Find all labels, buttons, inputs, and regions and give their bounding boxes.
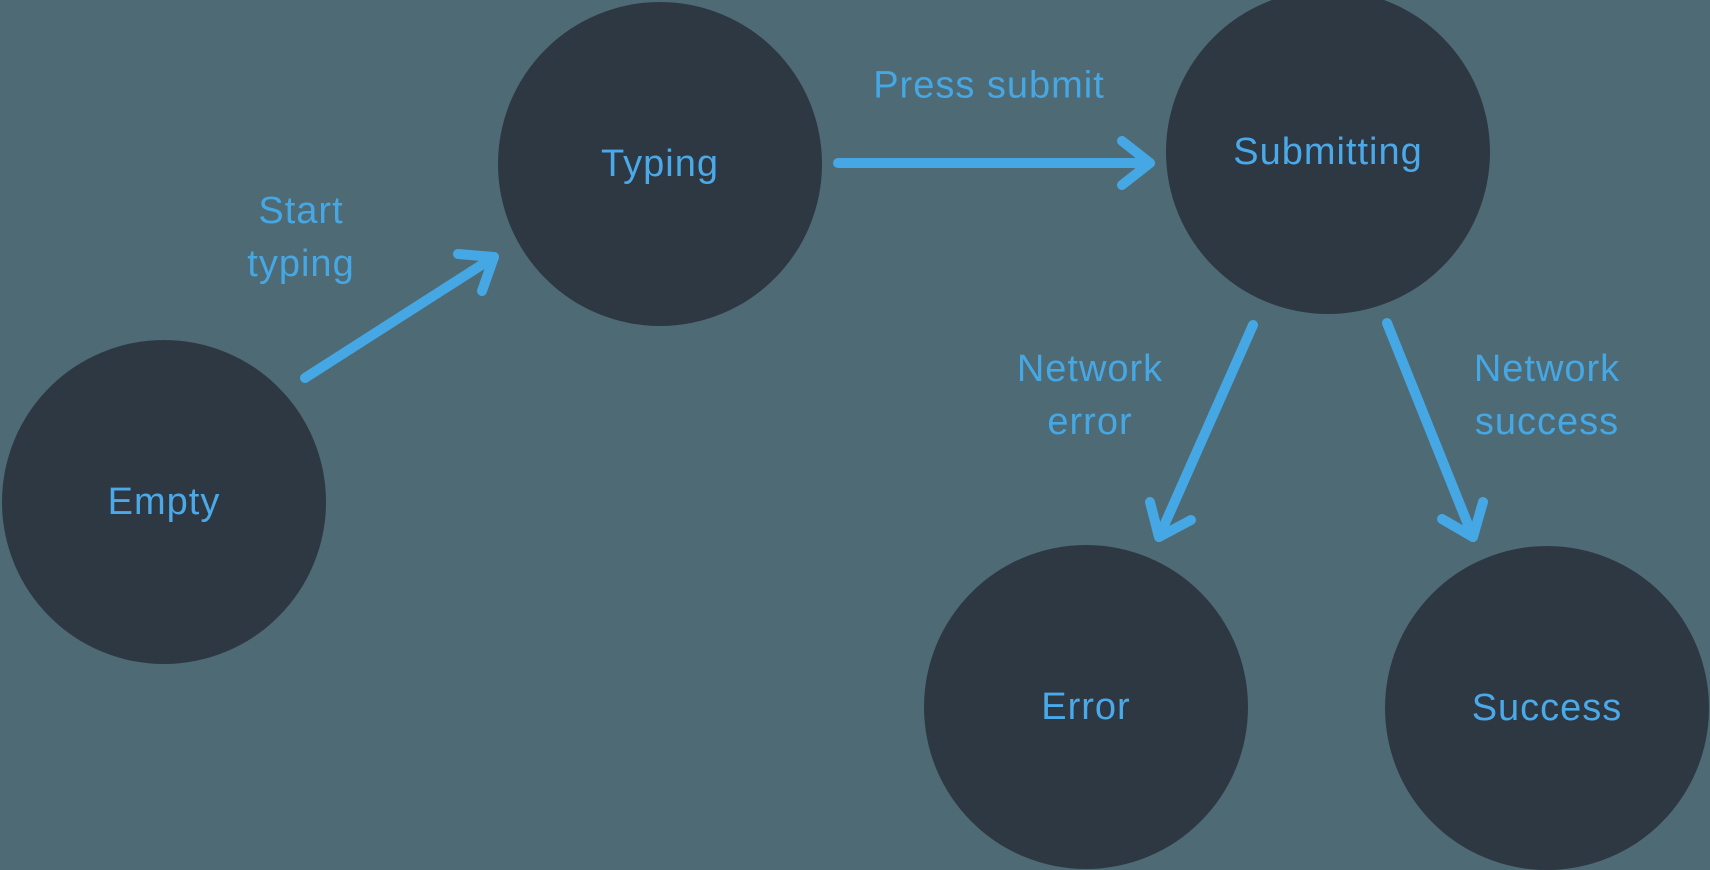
state-label-typing: Typing bbox=[601, 142, 719, 185]
state-node-submitting: Submitting bbox=[1166, 0, 1490, 314]
state-node-empty: Empty bbox=[2, 340, 326, 664]
arrow-press-submit-icon bbox=[833, 136, 1155, 190]
arrow-start-typing-icon bbox=[300, 249, 499, 383]
state-label-error: Error bbox=[1041, 685, 1131, 728]
state-label-submitting: Submitting bbox=[1233, 130, 1423, 173]
arrow-network-success-icon bbox=[1382, 318, 1488, 542]
transition-label-press-submit: Press submit bbox=[873, 64, 1105, 107]
arrow-network-error-icon bbox=[1145, 320, 1258, 542]
state-node-success: Success bbox=[1385, 546, 1709, 870]
state-node-typing: Typing bbox=[498, 2, 822, 326]
state-label-success: Success bbox=[1471, 686, 1623, 729]
state-node-error: Error bbox=[924, 545, 1248, 869]
transition-label-network-success: Network success bbox=[1473, 347, 1621, 443]
transition-label-network-error: Network error bbox=[1016, 347, 1164, 443]
transition-label-start-typing: Start typing bbox=[247, 189, 355, 285]
state-label-empty: Empty bbox=[107, 480, 221, 523]
